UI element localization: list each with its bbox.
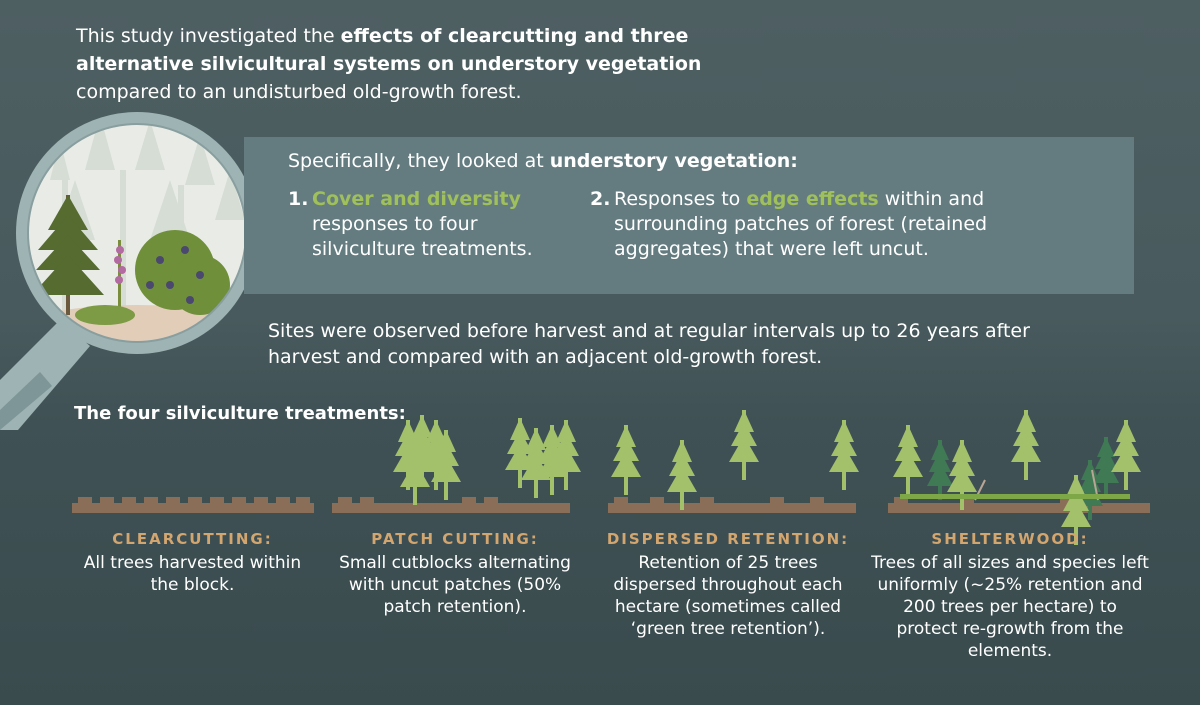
treatment-desc: Small cutblocks alternating with uncut p… — [339, 553, 571, 617]
treatment-dispersed-retention: DISPERSED RETENTION: Retention of 25 tre… — [598, 528, 858, 640]
treatment-desc: Trees of all sizes and species left unif… — [871, 553, 1149, 661]
intro-part2: compared to an undisturbed old-growth fo… — [76, 81, 522, 103]
treatment-clearcutting: CLEARCUTTING: All trees harvested within… — [70, 528, 315, 596]
item-number: 1. — [288, 188, 309, 210]
shrub-icon — [135, 230, 230, 315]
item-highlight: edge effects — [746, 188, 879, 210]
item-prefix: Responses to — [614, 188, 747, 210]
item-number: 2. — [590, 188, 611, 210]
intro-bold: effects of clearcutting and three altern… — [76, 25, 702, 75]
treatment-desc: Retention of 25 trees dispersed througho… — [613, 553, 843, 639]
treatment-shelterwood: SHELTERWOOD: Trees of all sizes and spec… — [870, 528, 1150, 662]
intro-text: This study investigated the effects of c… — [76, 22, 796, 106]
panel-heading-bold: understory vegetation: — [549, 150, 798, 172]
panel-heading-prefix: Specifically, they looked at — [288, 150, 550, 172]
patch-cutting-trees — [393, 415, 581, 505]
panel-heading: Specifically, they looked at understory … — [288, 148, 798, 174]
item-highlight: Cover and diversity — [312, 188, 521, 210]
tree-icon — [32, 195, 104, 315]
treatment-patch-cutting: PATCH CUTTING: Small cutblocks alternati… — [330, 528, 580, 618]
intro-part1: This study investigated the — [76, 25, 341, 47]
sites-text: Sites were observed before harvest and a… — [268, 320, 1030, 368]
treatments-heading: The four silviculture treatments: — [74, 403, 406, 424]
item-rest: responses to four silviculture treatment… — [312, 213, 533, 260]
treatment-name: SHELTERWOOD: — [931, 530, 1089, 548]
stump-ground-icon — [72, 503, 1150, 513]
treatment-name: CLEARCUTTING: — [112, 530, 273, 548]
treatment-name: DISPERSED RETENTION: — [606, 530, 850, 548]
dispersed-retention-trees — [611, 410, 859, 510]
treatment-name: PATCH CUTTING: — [371, 530, 539, 548]
item-rest: within and surrounding patches of forest… — [614, 188, 988, 260]
shelterwood-trees — [893, 410, 1141, 545]
fireweed-icon — [114, 240, 126, 315]
treatment-desc: All trees harvested within the block. — [83, 553, 302, 595]
focus-panel — [244, 137, 1134, 294]
